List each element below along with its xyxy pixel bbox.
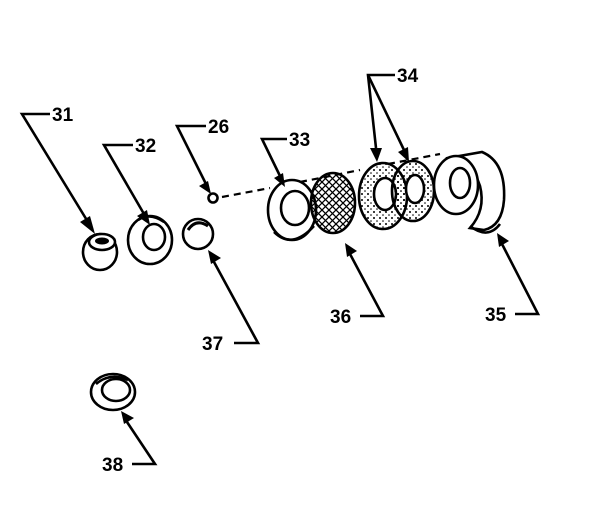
leader-33 [259, 137, 287, 187]
leader-31 [19, 112, 95, 234]
part-32-ring [126, 214, 174, 266]
leader-36 [345, 243, 386, 318]
part-34-gasket-rear [390, 159, 436, 223]
part-36-screen [309, 171, 357, 235]
label-32: 32 [135, 136, 156, 157]
leader-35 [497, 233, 541, 316]
label-33: 33 [289, 130, 310, 151]
part-35-elbow [432, 150, 506, 234]
leader-34 [366, 73, 409, 162]
part-37-ball [181, 217, 215, 251]
part-31-cap [81, 232, 119, 272]
label-31: 31 [52, 105, 74, 126]
label-35: 35 [485, 305, 507, 326]
label-37: 37 [202, 334, 223, 355]
part-33-flange [266, 178, 318, 242]
label-26: 26 [208, 117, 229, 138]
leader-26 [174, 124, 211, 194]
label-38: 38 [102, 455, 123, 476]
leader-37 [208, 250, 261, 345]
part-26-pin [207, 192, 219, 204]
part-38-washer [89, 372, 137, 412]
leader-38 [121, 411, 158, 466]
label-36: 36 [330, 307, 351, 328]
label-34: 34 [397, 66, 419, 87]
leader-32 [101, 143, 150, 225]
